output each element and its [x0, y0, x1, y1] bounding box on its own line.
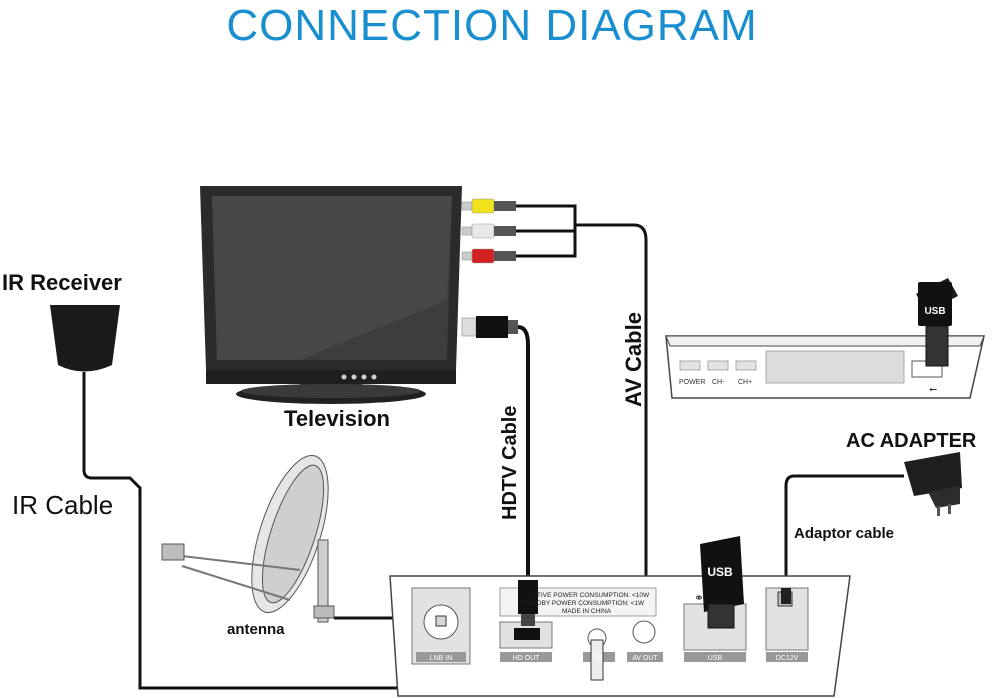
- ir-cable-label: IR Cable: [12, 490, 113, 520]
- ch-plus-label: CH+: [738, 379, 752, 386]
- port-label-ir: IR: [596, 655, 603, 662]
- ir-receiver-label: IR Receiver: [2, 270, 122, 295]
- hdtv-cable-label: HDTV Cable: [499, 406, 521, 520]
- spec-line-2: STANDBY POWER CONSUMPTION: <1W: [520, 600, 645, 607]
- spec-line-3: MADE IN CHINA: [562, 608, 612, 615]
- usb-symbol-icon: ⭠: [929, 384, 937, 395]
- usb-bottom-label: USB: [707, 565, 733, 579]
- dc-plug-icon: [781, 588, 791, 604]
- receiver-front-icon: [665, 335, 985, 399]
- av-cable-label: AV Cable: [621, 312, 646, 407]
- ac-adapter-label: AC ADAPTER: [846, 430, 977, 452]
- rca-plugs-icon: [461, 198, 516, 264]
- svg-text:⚭: ⚭: [694, 591, 704, 605]
- port-label-dc12v: DC12V: [776, 655, 799, 662]
- usb-stick-top-icon: [916, 278, 958, 367]
- usb-top-label: USB: [924, 306, 945, 317]
- television-icon: [200, 186, 462, 404]
- diagram-title: CONNECTION DIAGRAM: [226, 1, 757, 50]
- satellite-dish-icon: [161, 454, 335, 623]
- adaptor-cable-label: Adaptor cable: [794, 525, 894, 542]
- port-label-hd-out: HD OUT: [513, 655, 541, 662]
- antenna-label: antenna: [227, 621, 285, 638]
- ch-minus-label: CH-: [712, 379, 725, 386]
- adaptor-cable: [784, 474, 904, 592]
- ac-adapter-icon: [904, 452, 962, 516]
- hdmi-plug-icon: [461, 316, 518, 338]
- ir-cable: [82, 372, 600, 690]
- port-label-lnb-in: LNB IN: [430, 655, 453, 662]
- port-label-usb: USB: [708, 655, 723, 662]
- power-label: POWER: [679, 379, 705, 386]
- hdtv-cable: [517, 325, 530, 580]
- spec-line-1: ACTIVE POWER CONSUMPTION: <10W: [528, 592, 650, 599]
- av-out-port: [632, 620, 656, 644]
- usb-stick-bottom-icon: [700, 536, 744, 629]
- television-label: Television: [284, 406, 390, 431]
- ir-receiver-icon: [50, 305, 120, 372]
- port-label-av-out: AV OUT: [632, 655, 658, 662]
